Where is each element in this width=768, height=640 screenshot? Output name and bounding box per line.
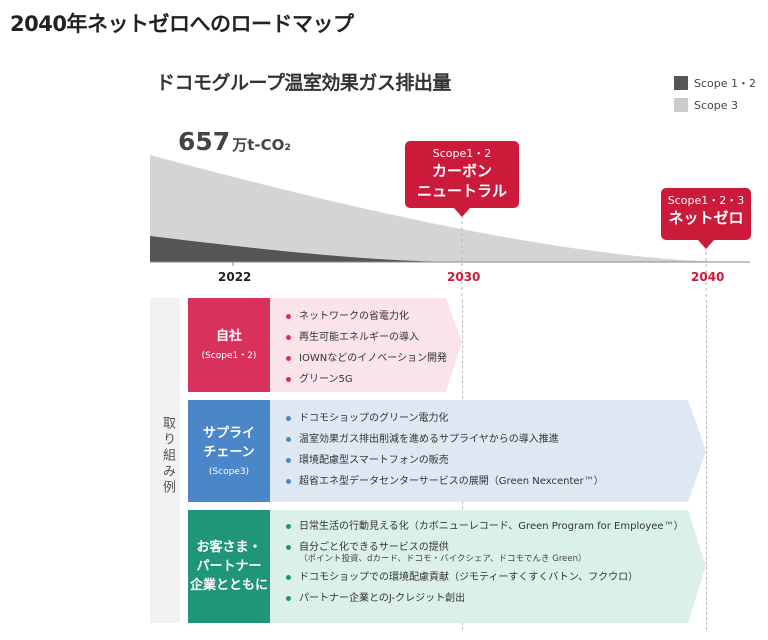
bullet-dot (286, 458, 291, 463)
legend-label-scope12: Scope 1・2 (694, 77, 757, 90)
emissions-area-chart (150, 155, 750, 300)
row-own-items: ネットワークの省電力化 再生可能エネルギーの導入 IOWNなどのイノベーション開… (286, 306, 447, 390)
scope3-area (150, 155, 740, 262)
year-2022: 2022 (218, 270, 252, 284)
list-item: 超省エネ型データセンターサービスの展開（Green Nexcenter™） (286, 471, 604, 492)
bullet-dot (286, 437, 291, 442)
list-item-text: ドコモショップでの環境配慮貢献（ジモティーすくすくバトン、フクウロ） (299, 572, 639, 583)
list-item-subtext: （ポイント投資、dカード、ドコモ・バイクシェア、ドコモでんき Green） (299, 554, 587, 564)
list-item: ドコモショップのグリーン電力化 (286, 408, 604, 429)
row-partners-title-2: パートナー (196, 559, 262, 574)
row-supply-items: ドコモショップのグリーン電力化 温室効果ガス排出削減を進めるサプライヤからの導入… (286, 408, 604, 492)
legend-item-scope3: Scope 3 (674, 94, 756, 116)
list-item: 温室効果ガス排出削減を進めるサプライヤからの導入推進 (286, 429, 604, 450)
partners-arrow (270, 510, 706, 623)
list-item: 再生可能エネルギーの導入 (286, 327, 447, 348)
list-item: 日常生活の行動見える化（カボニューレコード、Green Program for … (286, 516, 684, 537)
list-item: 環境配慮型スマートフォンの販売 (286, 450, 604, 471)
row-own-title: 自社 (215, 329, 242, 344)
legend-item-scope12: Scope 1・2 (674, 72, 756, 94)
bullet-dot (286, 575, 291, 580)
legend-swatch-scope12 (674, 76, 688, 90)
bullet-dot (286, 314, 291, 319)
bullet-dot (286, 479, 291, 484)
callout-net-zero: Scope1・2・3 ネットゼロ (661, 188, 751, 249)
list-item: 自分ごと化できるサービスの提供（ポイント投資、dカード、ドコモ・バイクシェア、ド… (286, 537, 684, 567)
list-item-text: 再生可能エネルギーの導入 (299, 332, 419, 343)
supply-chain-arrow (270, 400, 706, 502)
bullet-dot (286, 356, 291, 361)
emissions-number: 657 (178, 127, 231, 156)
row-label-own: 自社 (Scope1・2) (188, 298, 270, 392)
row-supply-title-2: チェーン (203, 444, 255, 460)
list-item-text: 超省エネ型データセンターサービスの展開（Green Nexcenter™） (299, 476, 604, 487)
bullet-dot (286, 377, 291, 382)
list-item-text: ネットワークの省電力化 (299, 311, 409, 322)
list-item: パートナー企業とのJ-クレジット創出 (286, 588, 684, 609)
callout-2040-scope: Scope1・2・3 (667, 194, 745, 207)
bullet-dot (286, 524, 291, 529)
callout-2030-scope: Scope1・2 (432, 147, 492, 160)
bullet-dot (286, 596, 291, 601)
own-arrow (270, 298, 462, 392)
row-label-supply-chain: サプライ チェーン (Scope3) (188, 400, 270, 502)
list-item: IOWNなどのイノベーション開発 (286, 348, 447, 369)
bullet-dot (286, 416, 291, 421)
row-label-partners: お客さま・ パートナー 企業とともに (188, 510, 270, 623)
bullet-dot (286, 335, 291, 340)
callout-carbon-neutral: Scope1・2 カーボン ニュートラル (405, 141, 519, 217)
list-item: ドコモショップでの環境配慮貢献（ジモティーすくすくバトン、フクウロ） (286, 567, 684, 588)
list-item-text: 環境配慮型スマートフォンの販売 (299, 455, 449, 466)
list-item-text: 日常生活の行動見える化（カボニューレコード、Green Program for … (299, 521, 684, 532)
chart-title: ドコモグループ温室効果ガス排出量 (156, 72, 451, 94)
list-item-text: ドコモショップのグリーン電力化 (299, 413, 449, 424)
initiatives-label-text: 取り組み例 (160, 416, 175, 496)
row-supply-subtitle: (Scope3) (208, 466, 250, 477)
scope12-area (150, 236, 462, 262)
list-item-text: グリーン5G (299, 374, 353, 385)
page-title: 2040年ネットゼロへのロードマップ (10, 12, 354, 36)
year-2030: 2030 (447, 270, 481, 284)
callout-2040-line1: ネットゼロ (668, 209, 744, 227)
row-partners-items: 日常生活の行動見える化（カボニューレコード、Green Program for … (286, 516, 684, 609)
list-item: グリーン5G (286, 369, 447, 390)
list-item-text: 自分ごと化できるサービスの提供 (299, 542, 449, 553)
row-partners-title-1: お客さま・ (196, 540, 262, 555)
guide-2040 (706, 300, 707, 630)
list-item: ネットワークの省電力化 (286, 306, 447, 327)
row-own-subtitle: (Scope1・2) (201, 351, 257, 361)
legend-label-scope3: Scope 3 (694, 98, 739, 112)
list-item-text: 温室効果ガス排出削減を進めるサプライヤからの導入推進 (299, 434, 559, 445)
row-supply-title-1: サプライ (202, 425, 255, 441)
legend: Scope 1・2 Scope 3 (674, 72, 756, 116)
callout-2030-line2: ニュートラル (416, 182, 507, 200)
row-partners-title-3: 企業とともに (189, 578, 268, 593)
list-item-text: パートナー企業とのJ-クレジット創出 (299, 593, 466, 604)
year-2040: 2040 (691, 270, 725, 284)
initiatives-label: 取り組み例 (150, 298, 180, 623)
bullet-dot (286, 545, 291, 550)
emissions-unit: 万t-CO₂ (232, 136, 291, 154)
legend-swatch-scope3 (674, 98, 688, 112)
list-item-text: IOWNなどのイノベーション開発 (299, 353, 447, 364)
callout-2030-line1: カーボン (431, 162, 492, 180)
